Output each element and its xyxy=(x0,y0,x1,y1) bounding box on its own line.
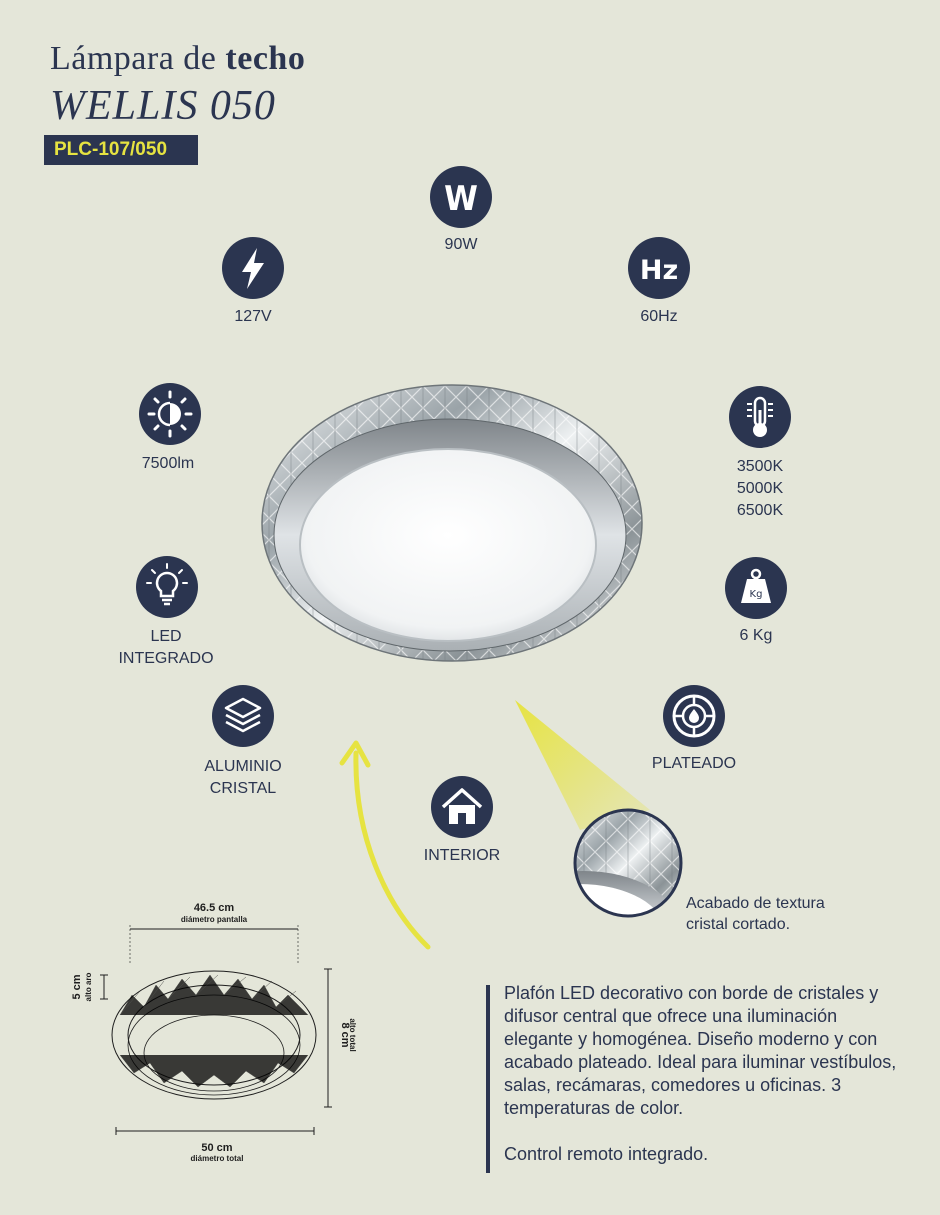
svg-text:W: W xyxy=(444,179,478,219)
yellow-arrow-icon xyxy=(339,740,431,950)
frequency-value: 60Hz xyxy=(640,308,678,325)
watts-value: 90W xyxy=(444,236,478,253)
voltage-value: 127V xyxy=(234,308,272,325)
weight-icon: Kg xyxy=(725,557,787,619)
material-value: ALUMINIO CRISTAL xyxy=(204,758,282,797)
product-description: Plafón LED decorativo con borde de crist… xyxy=(504,982,904,1166)
lightning-bolt-icon xyxy=(222,237,284,299)
usage-value: INTERIOR xyxy=(423,847,501,864)
detail-caption: Acabado de textura cristal cortado. xyxy=(686,895,825,933)
ring-height-label: alto aro xyxy=(84,972,93,1001)
layers-icon xyxy=(212,685,274,747)
hertz-icon: Hz xyxy=(628,237,690,299)
remote-control-note: Control remoto integrado. xyxy=(504,1144,709,1164)
lamp-image xyxy=(261,384,643,662)
color-temperatures: 3500K 5000K 6500K xyxy=(736,458,784,519)
title-regular: Lámpara de xyxy=(50,40,217,77)
light-bulb-icon xyxy=(136,556,198,618)
total-height-label: alto total xyxy=(348,1018,357,1051)
finish-drop-icon xyxy=(663,685,725,747)
finish-value: PLATEADO xyxy=(651,755,737,772)
watts-icon: W xyxy=(430,166,492,228)
model-name: WELLIS 050 xyxy=(50,83,276,129)
total-height-value: 8 cm xyxy=(339,1022,351,1047)
total-diameter-label: diámetro total xyxy=(191,1154,244,1163)
highlight-beam xyxy=(515,700,650,830)
screen-diameter-value: 46.5 cm xyxy=(194,902,235,914)
page-title: Lámpara de techo xyxy=(50,40,305,78)
dimension-diagram: 46.5 cm diámetro pantalla 5 cm alto aro … xyxy=(71,902,357,1163)
product-code-badge: PLC-107/050 xyxy=(44,135,198,165)
thermometer-icon xyxy=(729,386,791,448)
brightness-icon xyxy=(139,383,201,445)
title-bold: techo xyxy=(225,40,306,77)
total-diameter-value: 50 cm xyxy=(201,1142,232,1154)
house-icon xyxy=(431,776,493,838)
screen-diameter-label: diámetro pantalla xyxy=(181,915,248,924)
weight-value: 6 Kg xyxy=(739,627,773,644)
light-source-value: LED INTEGRADO xyxy=(118,628,214,667)
ring-height-value: 5 cm xyxy=(71,974,83,999)
description-paragraph: Plafón LED decorativo con borde de crist… xyxy=(504,983,897,1118)
svg-text:Hz: Hz xyxy=(640,255,678,286)
description-accent-bar xyxy=(486,985,490,1173)
crystal-detail-image xyxy=(573,808,683,918)
svg-text:Kg: Kg xyxy=(750,589,763,600)
lumens-value: 7500lm xyxy=(141,455,195,472)
